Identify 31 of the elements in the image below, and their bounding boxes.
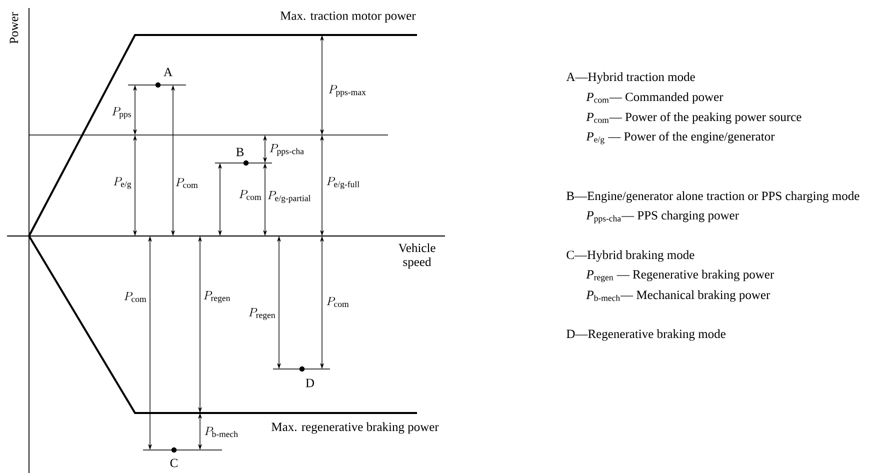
legend-text: A—Hybrid traction mode [566, 72, 695, 84]
dimension-label: $P_{\text{b-mech}}$ [204, 426, 238, 438]
dimension-label: $P_{\text{e/g-full}}$ [326, 176, 360, 190]
dimension-label: $P_{\text{e/g-partial}}$ [268, 191, 311, 203]
mode-point-label: A [164, 68, 172, 76]
curve-label: Max. regenerative braking power [272, 422, 439, 434]
dimension-label: $P_{\text{regen}}$ [248, 308, 276, 320]
axis-label: Power [10, 12, 18, 44]
dimension-label: $P_{\text{pps-cha}}$ [270, 144, 304, 156]
mode-point-label: C [170, 458, 178, 468]
legend-text: P$_{b-mech}$— Mechanical braking power [586, 290, 770, 302]
dimension-label: $P_{\text{pps}}$ [112, 107, 131, 119]
dimension-label: $P_{\text{com}}$ [176, 178, 198, 188]
legend-text: B—Engine/generator alone traction or PPS charging mode [566, 191, 860, 203]
dimension-label: $P_{\text{com}}$ [124, 292, 146, 302]
legend-text: D—Regenerative braking mode [566, 329, 726, 341]
mode-point-label: D [306, 378, 314, 388]
legend-text: P$_{com}$— Commanded power [586, 92, 724, 104]
dimension-label: $P_{\text{com}}$ [239, 190, 262, 200]
dimension-label: $P_{\text{regen}}$ [204, 291, 230, 303]
legend-text: P$_{regen}$ — Regenerative braking power [586, 270, 774, 282]
dimension-label: $P_{\text{pps-max}}$ [328, 85, 366, 97]
dimension-label: $P_{\text{e/g}}$ [114, 177, 132, 189]
curve-label: Max. traction motor power [280, 12, 416, 22]
axis-label: Vehicle speed [398, 243, 436, 269]
legend-text: C—Hybrid braking mode [566, 250, 694, 262]
mode-point-label: B [236, 148, 244, 156]
dimension-label: $P_{\text{com}}$ [326, 296, 349, 308]
legend-text: P$_{com}$— Power of the peaking power source [586, 112, 802, 124]
legend-text: P$_{e/g}$ — Power of the engine/generator [586, 132, 775, 144]
legend-text: P$_{pps-cha}$— PPS charging power [586, 210, 739, 224]
